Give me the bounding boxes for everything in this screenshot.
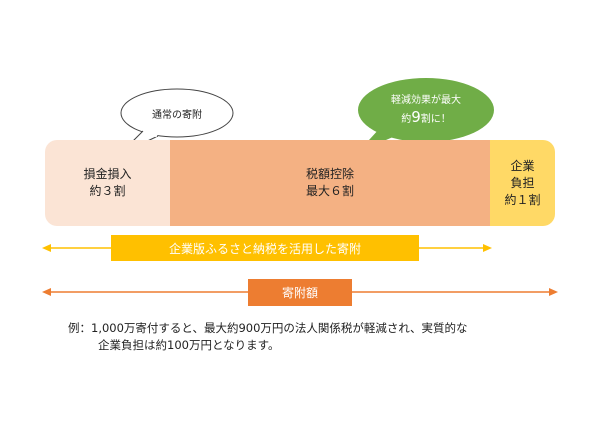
segment-corp-line1: 企業	[510, 158, 535, 173]
segment-corporate-burden: 企業 負担 約１割	[490, 140, 555, 226]
bubble-right-line2: 約9割に！	[401, 109, 451, 128]
bubble-right-post: 割に！	[420, 113, 451, 125]
segment-tax-credit: 税額控除 最大６割	[170, 140, 490, 226]
furusato-label: 企業版ふるさと納税を活用した寄附	[111, 235, 419, 261]
segment-loss-line2: 約３割	[89, 184, 126, 198]
bubble-left-text: 通常の寄附	[152, 109, 202, 121]
segment-loss-line1: 損金損入	[83, 167, 132, 181]
segment-loss: 損金損入 約３割	[45, 140, 170, 226]
segment-corp-line3: 約１割	[504, 192, 541, 207]
segment-tax-line1: 税額控除	[305, 167, 354, 181]
bubble-right-big: 9	[411, 107, 421, 126]
segment-corp-line2: 負担	[510, 175, 535, 190]
bubble-right-pre: 約	[401, 113, 412, 125]
note-line1: 例：1,000万寄付すると、最大約900万円の法人関係税が軽減され、実質的な	[68, 321, 468, 335]
donation-label: 寄附額	[248, 279, 352, 306]
note-line2: 企業負担は約100万円となります。	[98, 338, 280, 352]
bubble-right-line1: 軽減効果が最大	[391, 94, 461, 106]
example-note: 例：1,000万寄付すると、最大約900万円の法人関係税が軽減され、実質的な 企…	[68, 320, 468, 354]
bubble-right-text: 軽減効果が最大 約9割に！	[358, 84, 494, 136]
deduction-bar: 損金損入 約３割 税額控除 最大６割 企業 負担 約１割	[45, 140, 555, 226]
segment-tax-line2: 最大６割	[305, 184, 354, 198]
